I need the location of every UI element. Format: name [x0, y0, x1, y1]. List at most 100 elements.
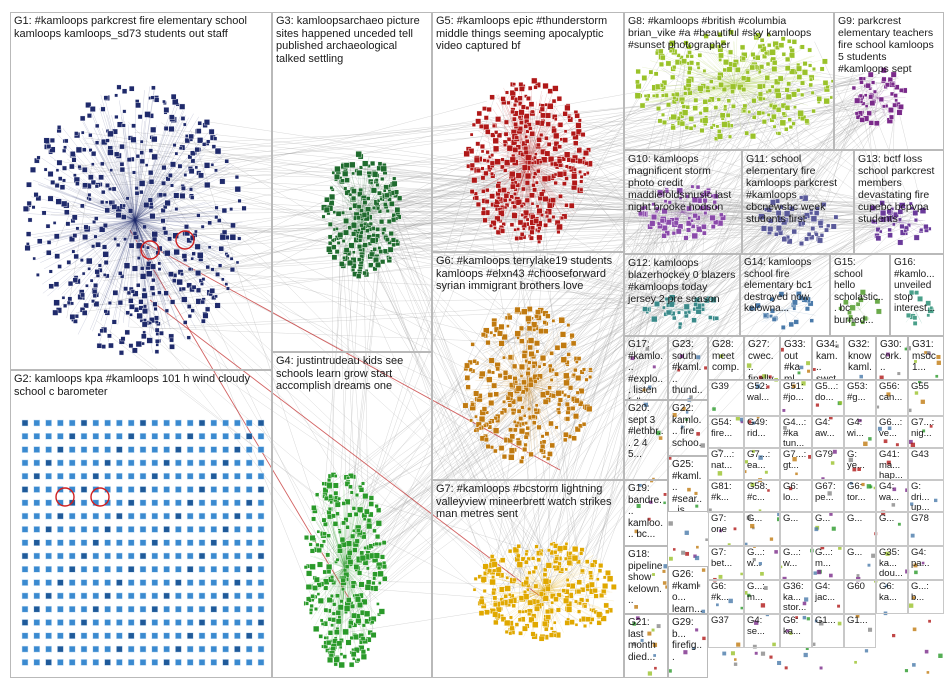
edge-line — [515, 204, 927, 412]
node-vertex — [89, 278, 94, 283]
node-vertex — [128, 85, 135, 92]
edge-line — [550, 310, 666, 378]
node-vertex — [121, 88, 128, 94]
edge-line — [496, 208, 653, 223]
edge-line — [361, 187, 874, 214]
node-vertex — [149, 202, 154, 207]
node-vertex — [180, 116, 186, 121]
edge-line — [371, 203, 538, 579]
node-vertex — [98, 174, 104, 181]
node-vertex — [163, 290, 169, 296]
edge-line — [28, 219, 136, 249]
edge-line — [165, 85, 708, 289]
node-vertex — [116, 242, 121, 248]
node-vertex — [134, 186, 139, 191]
node-vertex — [31, 205, 36, 210]
node-vertex — [91, 299, 96, 304]
node-vertex — [146, 270, 153, 277]
edge-line — [134, 121, 145, 221]
edge-line — [529, 210, 881, 566]
edge-line — [134, 219, 225, 250]
edge-line — [134, 219, 191, 228]
node-vertex — [139, 150, 144, 155]
node-vertex — [201, 277, 206, 282]
node-vertex — [46, 250, 52, 256]
node-vertex — [139, 158, 145, 164]
edge-line — [372, 214, 923, 221]
node-vertex — [214, 302, 221, 309]
edge-line — [119, 201, 665, 312]
edge-line — [813, 209, 880, 221]
node-vertex — [136, 312, 143, 320]
node-vertex — [157, 261, 162, 266]
node-vertex — [96, 343, 103, 349]
edge-line — [197, 118, 495, 199]
node-vertex — [93, 282, 99, 288]
node-vertex — [139, 139, 144, 144]
edge-line — [108, 219, 136, 235]
node-vertex — [149, 285, 155, 291]
edge-line — [92, 219, 136, 332]
edge-line — [90, 111, 136, 221]
edge-line — [42, 219, 136, 285]
edge-line — [661, 68, 881, 228]
node-vertex — [224, 159, 229, 164]
edge-line — [117, 219, 136, 325]
node-vertex — [208, 128, 215, 135]
edge-line — [134, 219, 220, 274]
edge-line — [118, 219, 136, 254]
node-vertex — [138, 180, 146, 187]
edge-line — [677, 99, 873, 314]
edge-line — [348, 209, 544, 614]
edge-line — [84, 219, 136, 249]
node-vertex — [138, 299, 144, 305]
node-vertex — [132, 290, 139, 297]
edge-line — [794, 112, 811, 231]
node-vertex — [95, 241, 101, 248]
node-vertex — [73, 173, 77, 178]
node-vertex — [122, 109, 127, 114]
node-vertex — [107, 149, 114, 156]
edge-line — [134, 219, 181, 301]
node-vertex — [214, 215, 219, 220]
node-vertex — [229, 256, 234, 261]
node-vertex — [95, 123, 100, 129]
edge-line — [86, 219, 136, 245]
edge-line — [134, 166, 173, 221]
edge-line — [490, 102, 888, 353]
edge-line — [149, 212, 486, 445]
edge-line — [495, 206, 896, 590]
edge-line — [96, 145, 136, 221]
node-vertex — [237, 236, 242, 241]
node-vertex — [88, 133, 93, 138]
edge-line — [131, 219, 136, 228]
edge-line — [99, 219, 136, 313]
node-vertex — [54, 253, 60, 259]
edge-line — [355, 257, 381, 490]
edge-line — [71, 219, 136, 225]
edge-line — [134, 154, 159, 221]
edge-line — [189, 282, 489, 575]
node-vertex — [112, 289, 119, 296]
edge-line — [134, 219, 239, 224]
node-vertex — [132, 231, 138, 236]
node-vertex — [118, 350, 124, 356]
edge-line — [98, 219, 136, 347]
node-vertex — [86, 113, 92, 119]
edge-line — [131, 219, 136, 234]
edge-line — [217, 284, 514, 439]
edge-line — [134, 219, 243, 223]
edge-line — [344, 172, 512, 603]
node-vertex — [55, 168, 60, 172]
edge-line — [134, 219, 205, 230]
node-vertex — [82, 234, 89, 241]
edge-line — [43, 219, 136, 270]
edge-line — [332, 205, 687, 628]
node-vertex — [214, 294, 218, 299]
edge-line — [49, 219, 136, 241]
node-vertex — [122, 203, 126, 208]
edge-line — [64, 185, 214, 208]
node-vertex — [70, 151, 76, 157]
node-vertex — [148, 170, 154, 176]
